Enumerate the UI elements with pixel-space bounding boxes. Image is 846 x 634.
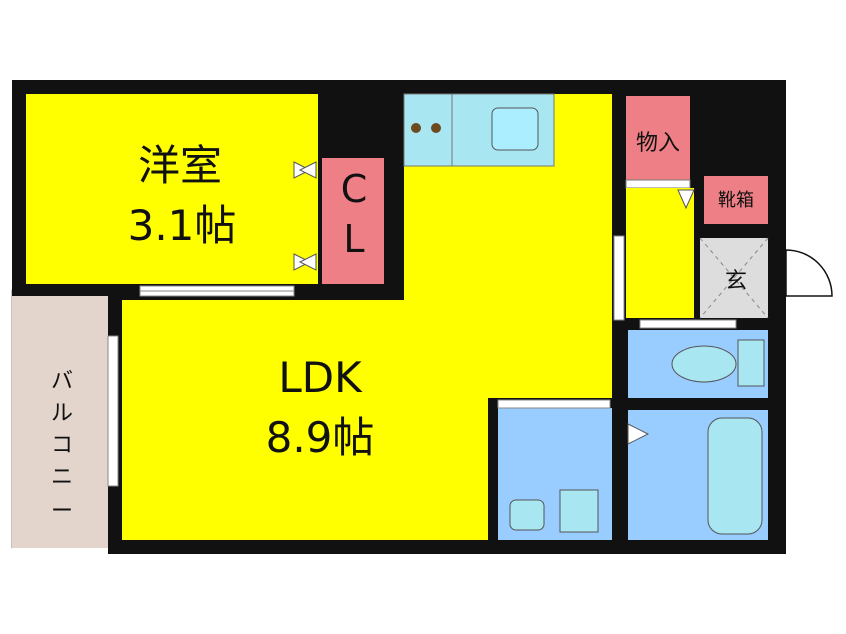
stove-burner-icon — [431, 123, 441, 133]
closet-label-l: L — [343, 217, 364, 261]
sink-icon — [491, 107, 539, 151]
storage-label: 物入 — [636, 131, 680, 156]
storage-closet — [626, 96, 690, 180]
shoe-cabinet-label: 靴箱 — [718, 190, 754, 211]
washbasin-icon — [559, 489, 599, 533]
shoe-cabinet — [704, 176, 768, 224]
balcony-label-2: ル — [51, 401, 73, 426]
corridor — [626, 188, 694, 318]
ldk-room — [122, 94, 612, 540]
balcony-label-5: ー — [51, 499, 73, 524]
balcony-label-1: バ — [51, 369, 73, 394]
balcony-label-4: ニ — [51, 465, 73, 490]
closet-label-c: C — [341, 167, 368, 211]
ldk-room-size: 8.9帖 — [266, 413, 375, 462]
washing-machine-icon — [509, 499, 545, 531]
western-room-size: 3.1帖 — [128, 201, 237, 250]
toilet-icon — [671, 345, 737, 383]
western-room-name: 洋室 — [138, 141, 222, 190]
closet — [322, 158, 384, 284]
bathtub-icon — [707, 417, 763, 535]
toilet-tank-icon — [737, 339, 765, 387]
western-room — [26, 94, 318, 284]
stove-burner-icon — [411, 123, 421, 133]
ldk-room-name: LDK — [278, 353, 363, 402]
balcony-label-3: コ — [51, 433, 73, 458]
entrance-door-swing — [785, 249, 833, 297]
entrance-label: 玄 — [725, 269, 747, 294]
